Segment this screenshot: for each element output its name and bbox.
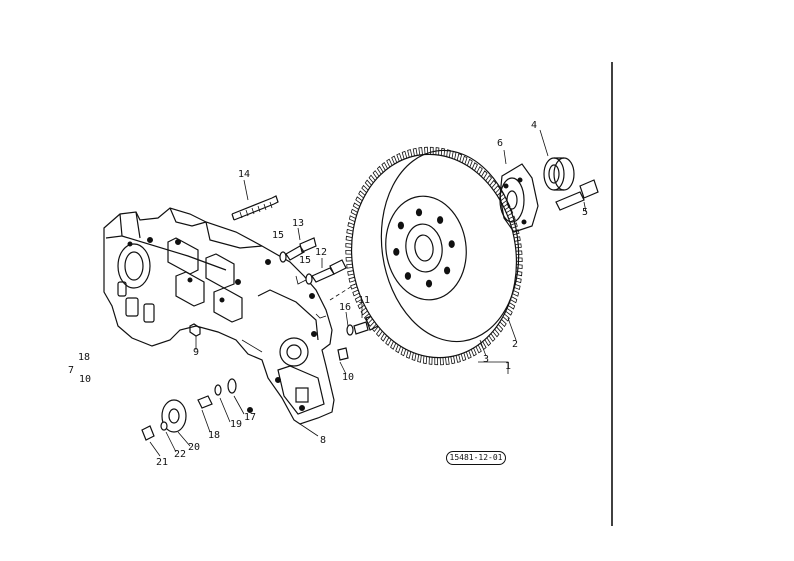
plug-18 [197,395,213,433]
bolt-5 [555,179,599,213]
callout-10: 10 [342,372,355,383]
flywheel [345,146,523,366]
callout-1: 1 [505,361,512,372]
callout-13: 13 [292,218,305,229]
leader-3 [479,339,487,357]
callout-18-ref: 18 [78,352,91,363]
cover-plate-20 [161,399,191,447]
callout-7: 7 [68,365,75,376]
bolt-12 [305,258,347,285]
ring-22 [160,421,177,453]
callout-9: 9 [193,347,200,358]
callout-12: 12 [315,247,328,258]
flywheel-bolt-hole [425,279,433,288]
stud-14 [231,179,279,221]
callout-15: 15 [272,230,285,241]
callout-2: 2 [512,339,519,350]
pin-9 [189,323,201,337]
flywheel-bolt-hole [397,221,404,230]
leader-8 [299,423,319,437]
ring-19 [214,384,231,423]
flywheel-bolt-hole [444,266,451,275]
reference-code-badge: 15481-12-01 [446,451,506,465]
flywheel-bolt-hole [415,208,423,217]
flywheel-bolt-hole [404,272,411,280]
ring-gear-tooth-outline [345,146,523,366]
callout-11: 11 [358,295,371,306]
callout-6: 6 [497,138,504,149]
callout-22: 22 [174,449,187,460]
flywheel-bolt-hole [448,240,455,249]
callout-14: 14 [238,169,251,180]
callout-17: 17 [244,412,257,423]
callout-8: 8 [320,435,327,446]
flywheel-bolt-hole [393,248,400,256]
callout-21: 21 [156,457,169,468]
callout-5: 5 [582,207,589,218]
callout-16: 16 [339,302,352,313]
hub-6 [499,149,539,233]
ring-gear-teeth [345,146,523,366]
callout-19: 19 [230,419,243,430]
plug-21 [141,425,161,457]
callout-10-ref: 10 [79,374,92,385]
washer-17 [227,378,245,415]
leader-2 [507,317,517,341]
flywheel-bolt-holes [393,208,455,288]
flywheel-bolt-hole [437,216,444,224]
flywheel-housing [103,207,335,425]
leader-1 [478,361,509,374]
bearing-4 [539,129,575,191]
pin-10 [337,347,349,375]
bolt-13 [279,227,317,263]
callout-4: 4 [531,120,538,131]
callout-20: 20 [188,442,201,453]
callout-3: 3 [483,354,490,365]
callout-18: 18 [208,430,221,441]
callout-15b: 15 [299,255,312,266]
